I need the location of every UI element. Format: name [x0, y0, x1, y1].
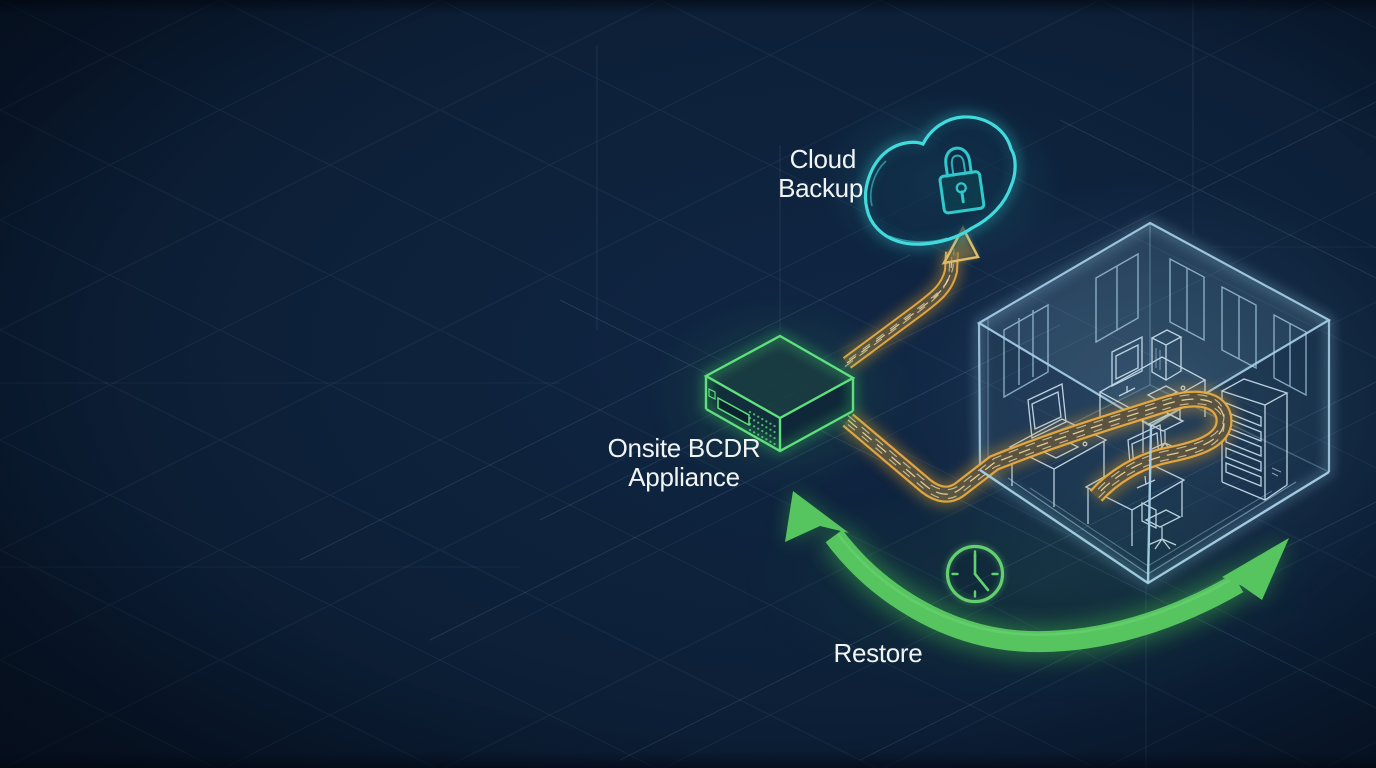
onsite-appliance-label-line1: Onsite BCDR: [608, 433, 761, 463]
cloud-backup-label: Cloud Backup: [778, 144, 863, 203]
cloud-backup-label-line2: Backup: [778, 173, 863, 203]
vignette-top: [0, 0, 1376, 14]
cloud-backup-label-line1: Cloud: [790, 144, 856, 174]
vignette-bottom: [0, 752, 1376, 768]
onsite-appliance-label: Onsite BCDR Appliance: [608, 433, 761, 492]
onsite-appliance-label-line2: Appliance: [628, 462, 740, 492]
restore-label: Restore: [834, 638, 923, 668]
labels: Cloud Backup Onsite BCDR Appliance Resto…: [608, 144, 923, 668]
